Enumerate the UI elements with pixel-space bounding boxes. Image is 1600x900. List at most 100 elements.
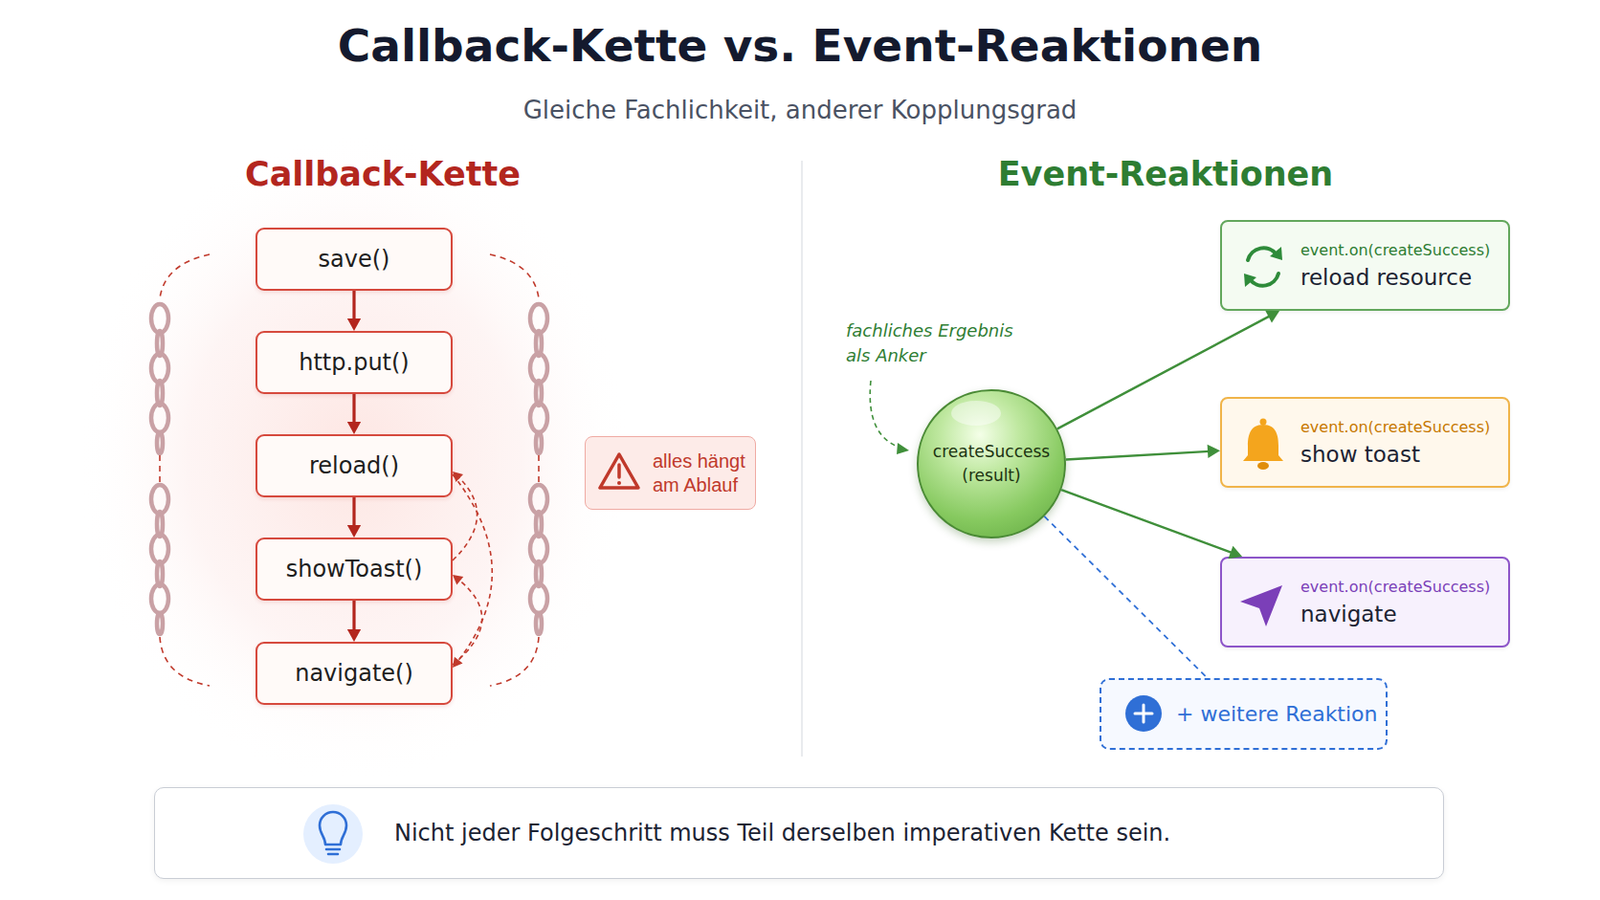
node-text: save() [318, 245, 391, 273]
node-text: createSuccess (result) [924, 440, 1059, 488]
process-box: http.put() [255, 331, 453, 395]
node-text: showToast() [286, 555, 423, 583]
chain-left [151, 304, 169, 635]
plus-icon [1125, 695, 1162, 733]
chain-right [530, 304, 548, 635]
event-circle: createSuccess (result) [916, 389, 1067, 539]
reaction-box: event.on(createSuccess) show toast [1220, 397, 1511, 489]
flow-arrow [1044, 516, 1207, 679]
chain-link [535, 613, 542, 635]
node-text: alles hängt am Ablauf [652, 449, 756, 498]
arrow-head [347, 318, 361, 332]
chain-link [151, 354, 169, 383]
node-text: event.on(createSuccess) [1300, 577, 1509, 597]
flow-arrow [352, 600, 356, 632]
arrow-head [452, 471, 464, 483]
coupling-arrow [452, 474, 492, 663]
chain-link [151, 485, 169, 514]
process-box: navigate() [255, 642, 453, 706]
flow-arrow [1061, 489, 1233, 554]
chain-link [151, 534, 169, 564]
chain-link [156, 613, 163, 635]
reload-icon [1244, 246, 1283, 288]
bracket-line [489, 637, 539, 687]
bell-icon [1243, 419, 1284, 471]
warning-icon [600, 454, 639, 489]
bracket-line [159, 637, 210, 687]
flow-arrow [352, 497, 356, 528]
tip-box: Nicht jeder Folgeschritt muss Teil derse… [154, 787, 1445, 880]
chain-link [530, 304, 548, 334]
coupling-arrow [452, 579, 483, 666]
arrow-head [452, 575, 464, 586]
plus-circle [1125, 695, 1162, 733]
bulb-glass [319, 812, 347, 845]
flow-arrow [1057, 315, 1271, 429]
chain-bracket [159, 254, 539, 687]
node-text: + weitere Reaktion [1176, 702, 1378, 727]
arrow-head [1265, 311, 1280, 324]
bulb-icon [303, 804, 363, 865]
plus-sign [1134, 705, 1153, 723]
node-text: http.put() [298, 349, 409, 377]
arrow-head [452, 657, 464, 668]
navigate-icon [1240, 585, 1283, 627]
bracket-line [159, 254, 210, 299]
flow-arrow [352, 394, 356, 424]
divider-line [800, 160, 803, 757]
bell-body [1243, 424, 1284, 462]
bracket-line [158, 455, 161, 484]
node-text: navigate() [294, 660, 414, 688]
arrow-head [347, 629, 361, 643]
anchor-pointer-head [896, 443, 910, 455]
arrow-head [347, 525, 361, 538]
warning-dot [617, 481, 622, 486]
reload-arc [1247, 247, 1277, 261]
arrow-head [1227, 546, 1243, 559]
bracket-line [489, 254, 539, 299]
node-text: show toast [1300, 442, 1509, 467]
add-reaction-box: + weitere Reaktion [1099, 678, 1388, 751]
diagram-caption: Gleiche Fachlichkeit, anderer Kopplungsg… [0, 95, 1600, 125]
process-box: showToast() [255, 537, 453, 601]
reload-head [1269, 246, 1283, 261]
annotation-note: fachliches Ergebnis als Anker [845, 318, 1028, 369]
section-heading: Event-Reaktionen [926, 155, 1405, 194]
reaction-box: event.on(createSuccess) navigate [1220, 556, 1511, 648]
node-text: event.on(createSuccess) [1300, 418, 1509, 437]
node-text: navigate [1300, 601, 1509, 627]
warning-mark [617, 465, 622, 478]
diagram-title: Callback-Kette vs. Event-Reaktionen [0, 19, 1600, 72]
reload-arc [1249, 273, 1279, 287]
node-text: event.on(createSuccess) [1300, 241, 1509, 260]
arrow-head [1207, 444, 1221, 459]
circle-highlight [951, 400, 1001, 426]
coupling-arrow [452, 477, 478, 561]
section-heading: Callback-Kette [143, 155, 623, 194]
bracket-line [537, 455, 540, 484]
warning-box: alles hängt am Ablauf [584, 436, 756, 511]
bell-clapper [1257, 462, 1269, 470]
node-text: reload() [309, 452, 400, 480]
bell-top [1260, 419, 1267, 426]
node-text: Nicht jeder Folgeschritt muss Teil derse… [394, 820, 1171, 847]
warning-triangle [600, 454, 639, 489]
chain-link [530, 534, 548, 564]
chain-link [151, 584, 169, 614]
chain-link [156, 432, 163, 454]
process-box: reload() [255, 434, 453, 498]
chain-link [535, 432, 542, 454]
chain-link [151, 304, 169, 334]
arrow-head [347, 422, 361, 435]
chain-link [530, 403, 548, 433]
chain-link [530, 584, 548, 614]
bulb-background [303, 804, 363, 865]
chain-link [151, 403, 169, 433]
chain-link [530, 354, 548, 383]
process-box: save() [255, 227, 453, 291]
reload-head [1244, 273, 1257, 288]
